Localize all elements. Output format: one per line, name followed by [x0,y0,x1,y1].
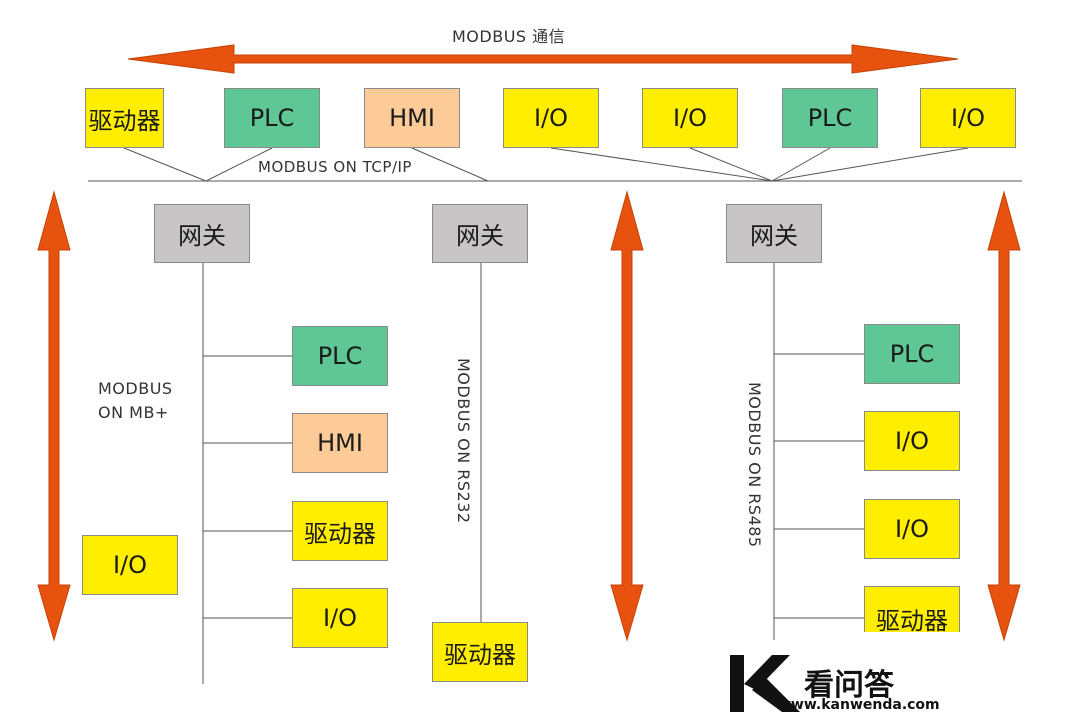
top-device-io-2: I/O [642,88,738,148]
watermark-url: www.kanwenda.com [778,697,940,713]
mb-plus-vertical-arrow [37,190,71,642]
rs485-vertical-arrow [987,190,1021,642]
rs485-gateway: 网关 [726,204,822,263]
rs232-device-drive: 驱动器 [432,622,528,682]
rs232-vertical-arrow [610,190,644,642]
mb-plus-gateway: 网关 [154,204,250,263]
top-device-io-1: I/O [503,88,599,148]
mb-plus-device-plc: PLC [292,326,388,386]
rs232-gateway: 网关 [432,204,528,263]
mb-plus-device-drive: 驱动器 [292,501,388,561]
watermark-logo-icon [730,655,800,712]
top-device-io-3: I/O [920,88,1016,148]
modbus-communication-label: MODBUS 通信 [452,27,566,46]
mb-plus-bus-label: MODBUS ON MB+ [98,377,173,425]
rs485-device-plc: PLC [864,324,960,384]
rs485-device-drive: 驱动器 [864,586,960,635]
top-device-plc-1: PLC [224,88,320,148]
mb-plus-label-line2: ON MB+ [98,403,169,422]
modbus-top-double-arrow [127,44,959,74]
top-device-drops [123,147,969,182]
mb-plus-standalone-io: I/O [82,535,178,595]
top-device-plc-2: PLC [782,88,878,148]
rs232-bus-label: MODBUS ON RS232 [454,358,473,524]
mb-plus-device-hmi: HMI [292,413,388,473]
rs485-bus-lines [773,263,864,640]
watermark-name: 看问答 [804,668,894,703]
mb-plus-device-io: I/O [292,588,388,648]
rs485-device-io-1: I/O [864,411,960,471]
rs485-device-io-2: I/O [864,499,960,559]
mb-plus-label-line1: MODBUS [98,379,173,398]
top-device-hmi: HMI [364,88,460,148]
rs485-bus-label: MODBUS ON RS485 [745,382,764,548]
top-device-drive: 驱动器 [85,88,164,148]
tcp-ip-bus-label: MODBUS ON TCP/IP [258,158,412,176]
mb-plus-bus-lines [202,263,292,684]
